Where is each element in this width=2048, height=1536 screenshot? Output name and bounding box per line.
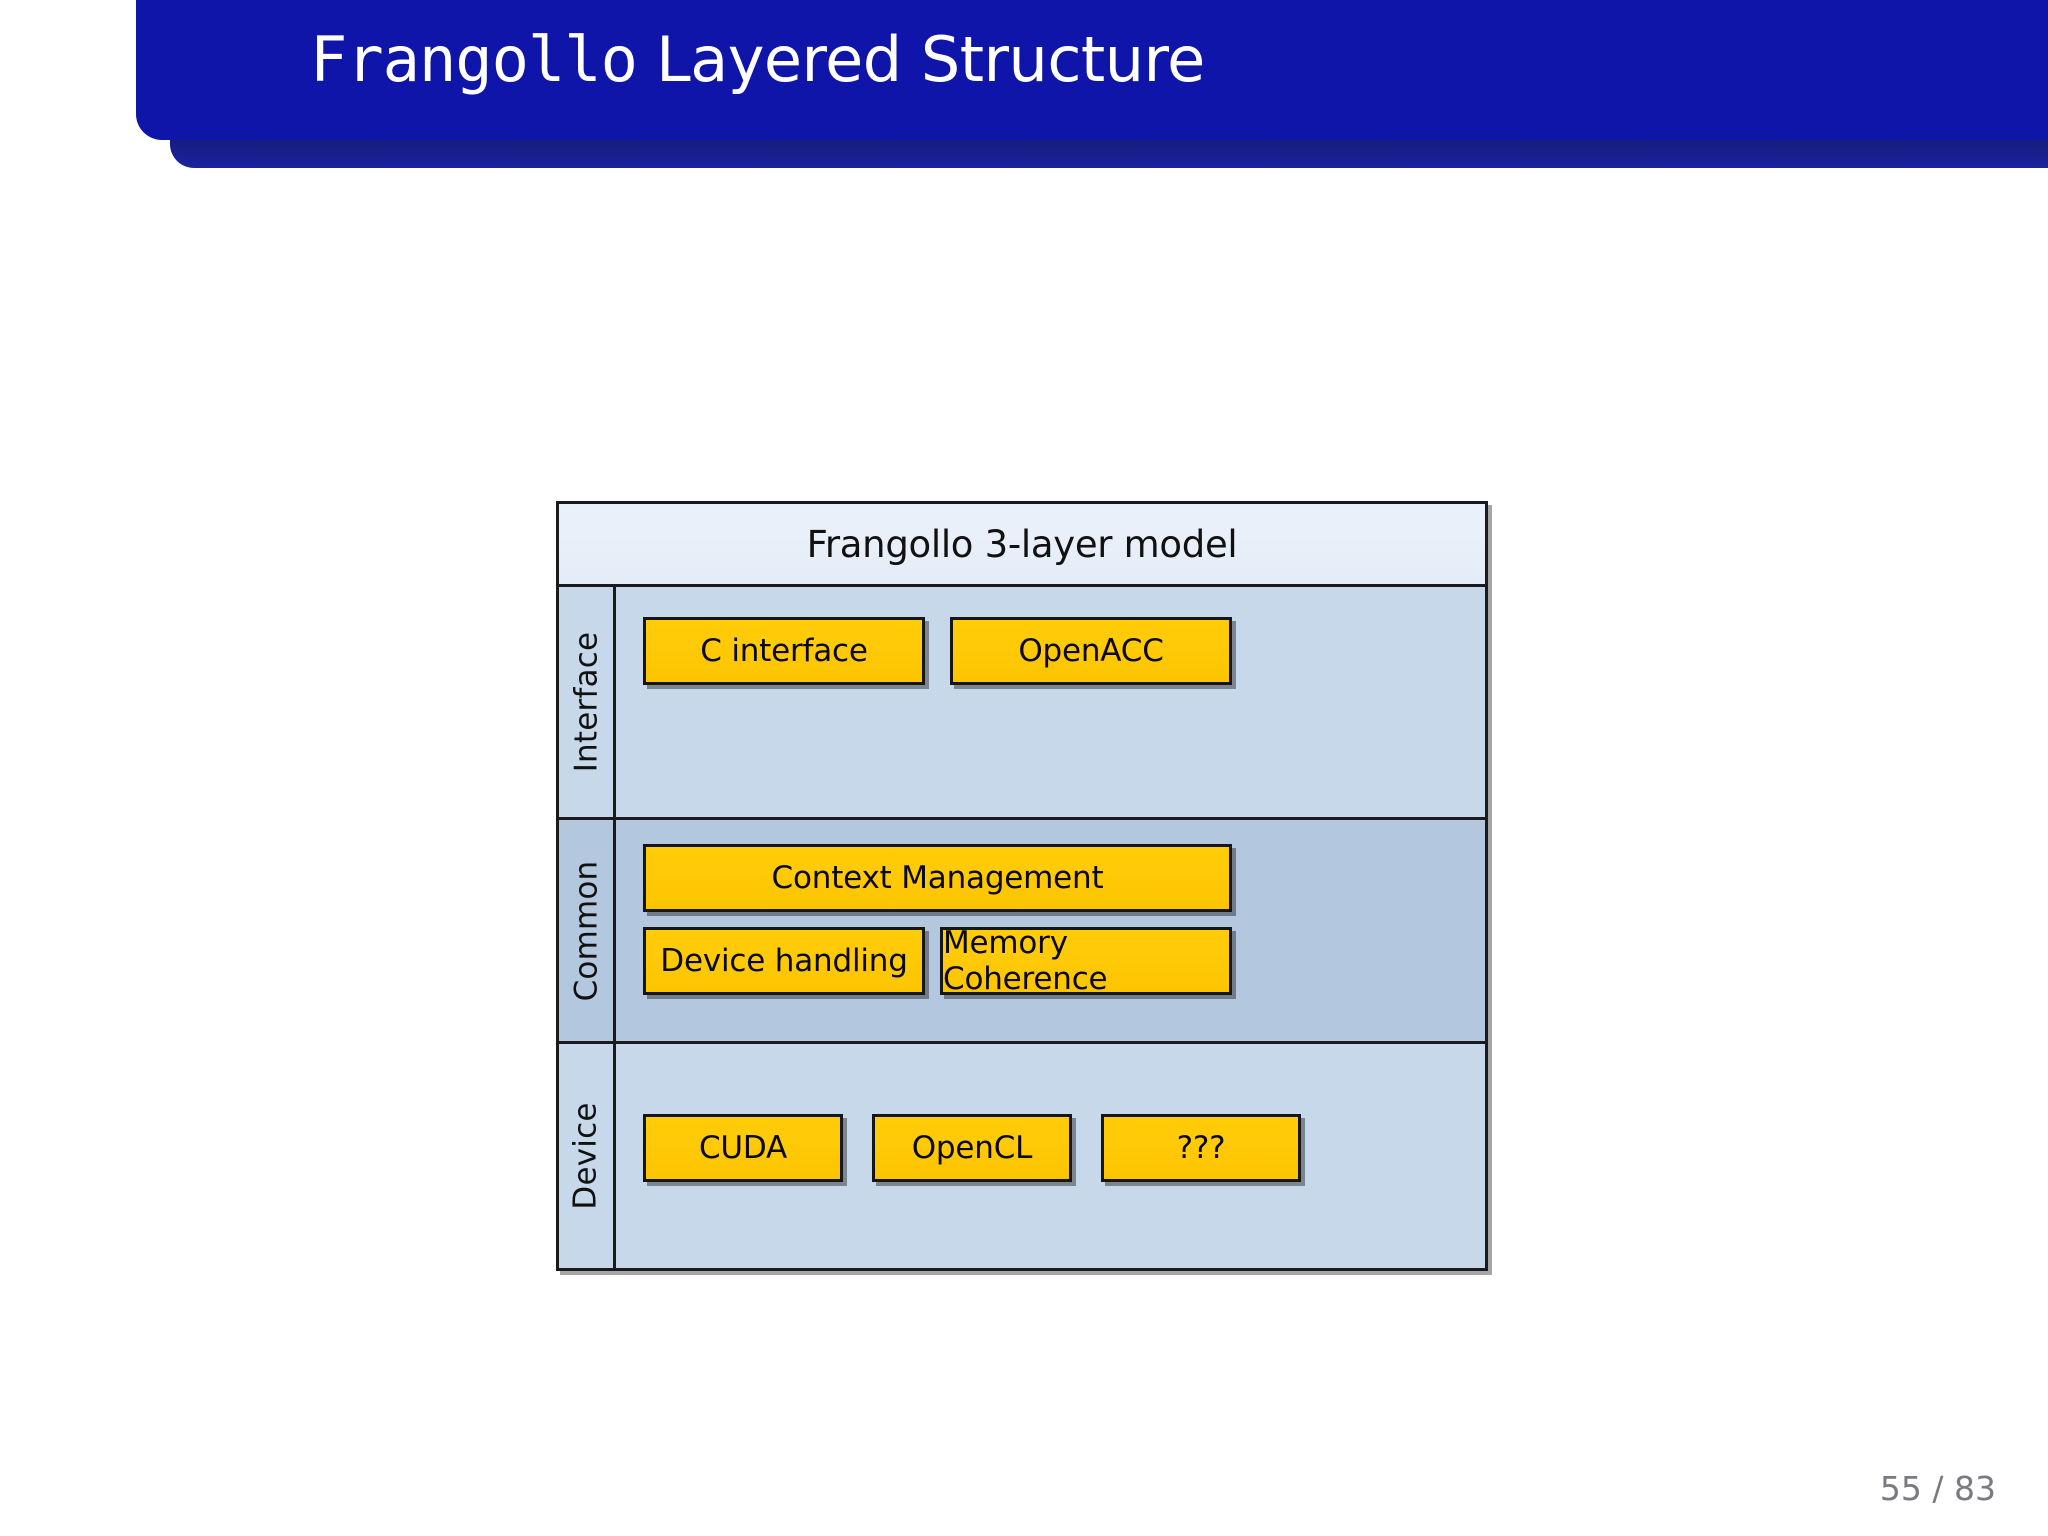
component-box-c-interface[interactable]: C interface: [643, 617, 925, 685]
diagram-title: Frangollo 3-layer model: [559, 504, 1485, 587]
layer-label-device: Device: [559, 1044, 616, 1268]
layer-common-row-1: Context Management: [616, 844, 1485, 912]
component-box-memory-coherence[interactable]: Memory Coherence: [940, 925, 1232, 997]
layer-interface-row-1: C interface OpenACC: [616, 617, 1485, 685]
layer-row-device: Device CUDA OpenCL ???: [559, 1044, 1485, 1268]
component-box-unknown[interactable]: ???: [1101, 1114, 1301, 1182]
page-number: 55 / 83: [1879, 1469, 1996, 1508]
layer-label-common-text: Common: [568, 860, 605, 1001]
page-title-rest: Layered Structure: [636, 23, 1205, 96]
component-box-device-handling[interactable]: Device handling: [643, 927, 925, 995]
component-box-opencl[interactable]: OpenCL: [872, 1114, 1072, 1182]
layer-body-interface: C interface OpenACC: [616, 587, 1485, 817]
page-title-mono: Frangollo: [310, 23, 638, 96]
layer-common-row-2: Device handling Memory Coherence: [616, 925, 1485, 997]
layered-structure-diagram: Frangollo 3-layer model Interface C inte…: [556, 501, 1488, 1271]
page-title: Frangollo Layered Structure: [310, 12, 1205, 108]
layer-row-common: Common Context Management Device handlin…: [559, 820, 1485, 1044]
layer-body-device: CUDA OpenCL ???: [616, 1044, 1485, 1268]
layer-label-interface-text: Interface: [568, 631, 604, 773]
layer-label-interface: Interface: [559, 587, 616, 817]
component-box-cuda[interactable]: CUDA: [643, 1114, 843, 1182]
layer-label-device-text: Device: [568, 1102, 604, 1210]
layer-device-row-1: CUDA OpenCL ???: [616, 1114, 1485, 1182]
header-bar: [136, 0, 2048, 140]
component-box-openacc[interactable]: OpenACC: [950, 617, 1232, 685]
layer-row-interface: Interface C interface OpenACC: [559, 587, 1485, 820]
layer-body-common: Context Management Device handling Memor…: [616, 820, 1485, 1041]
layer-label-common: Common: [559, 820, 616, 1041]
component-box-context-management[interactable]: Context Management: [643, 844, 1232, 912]
